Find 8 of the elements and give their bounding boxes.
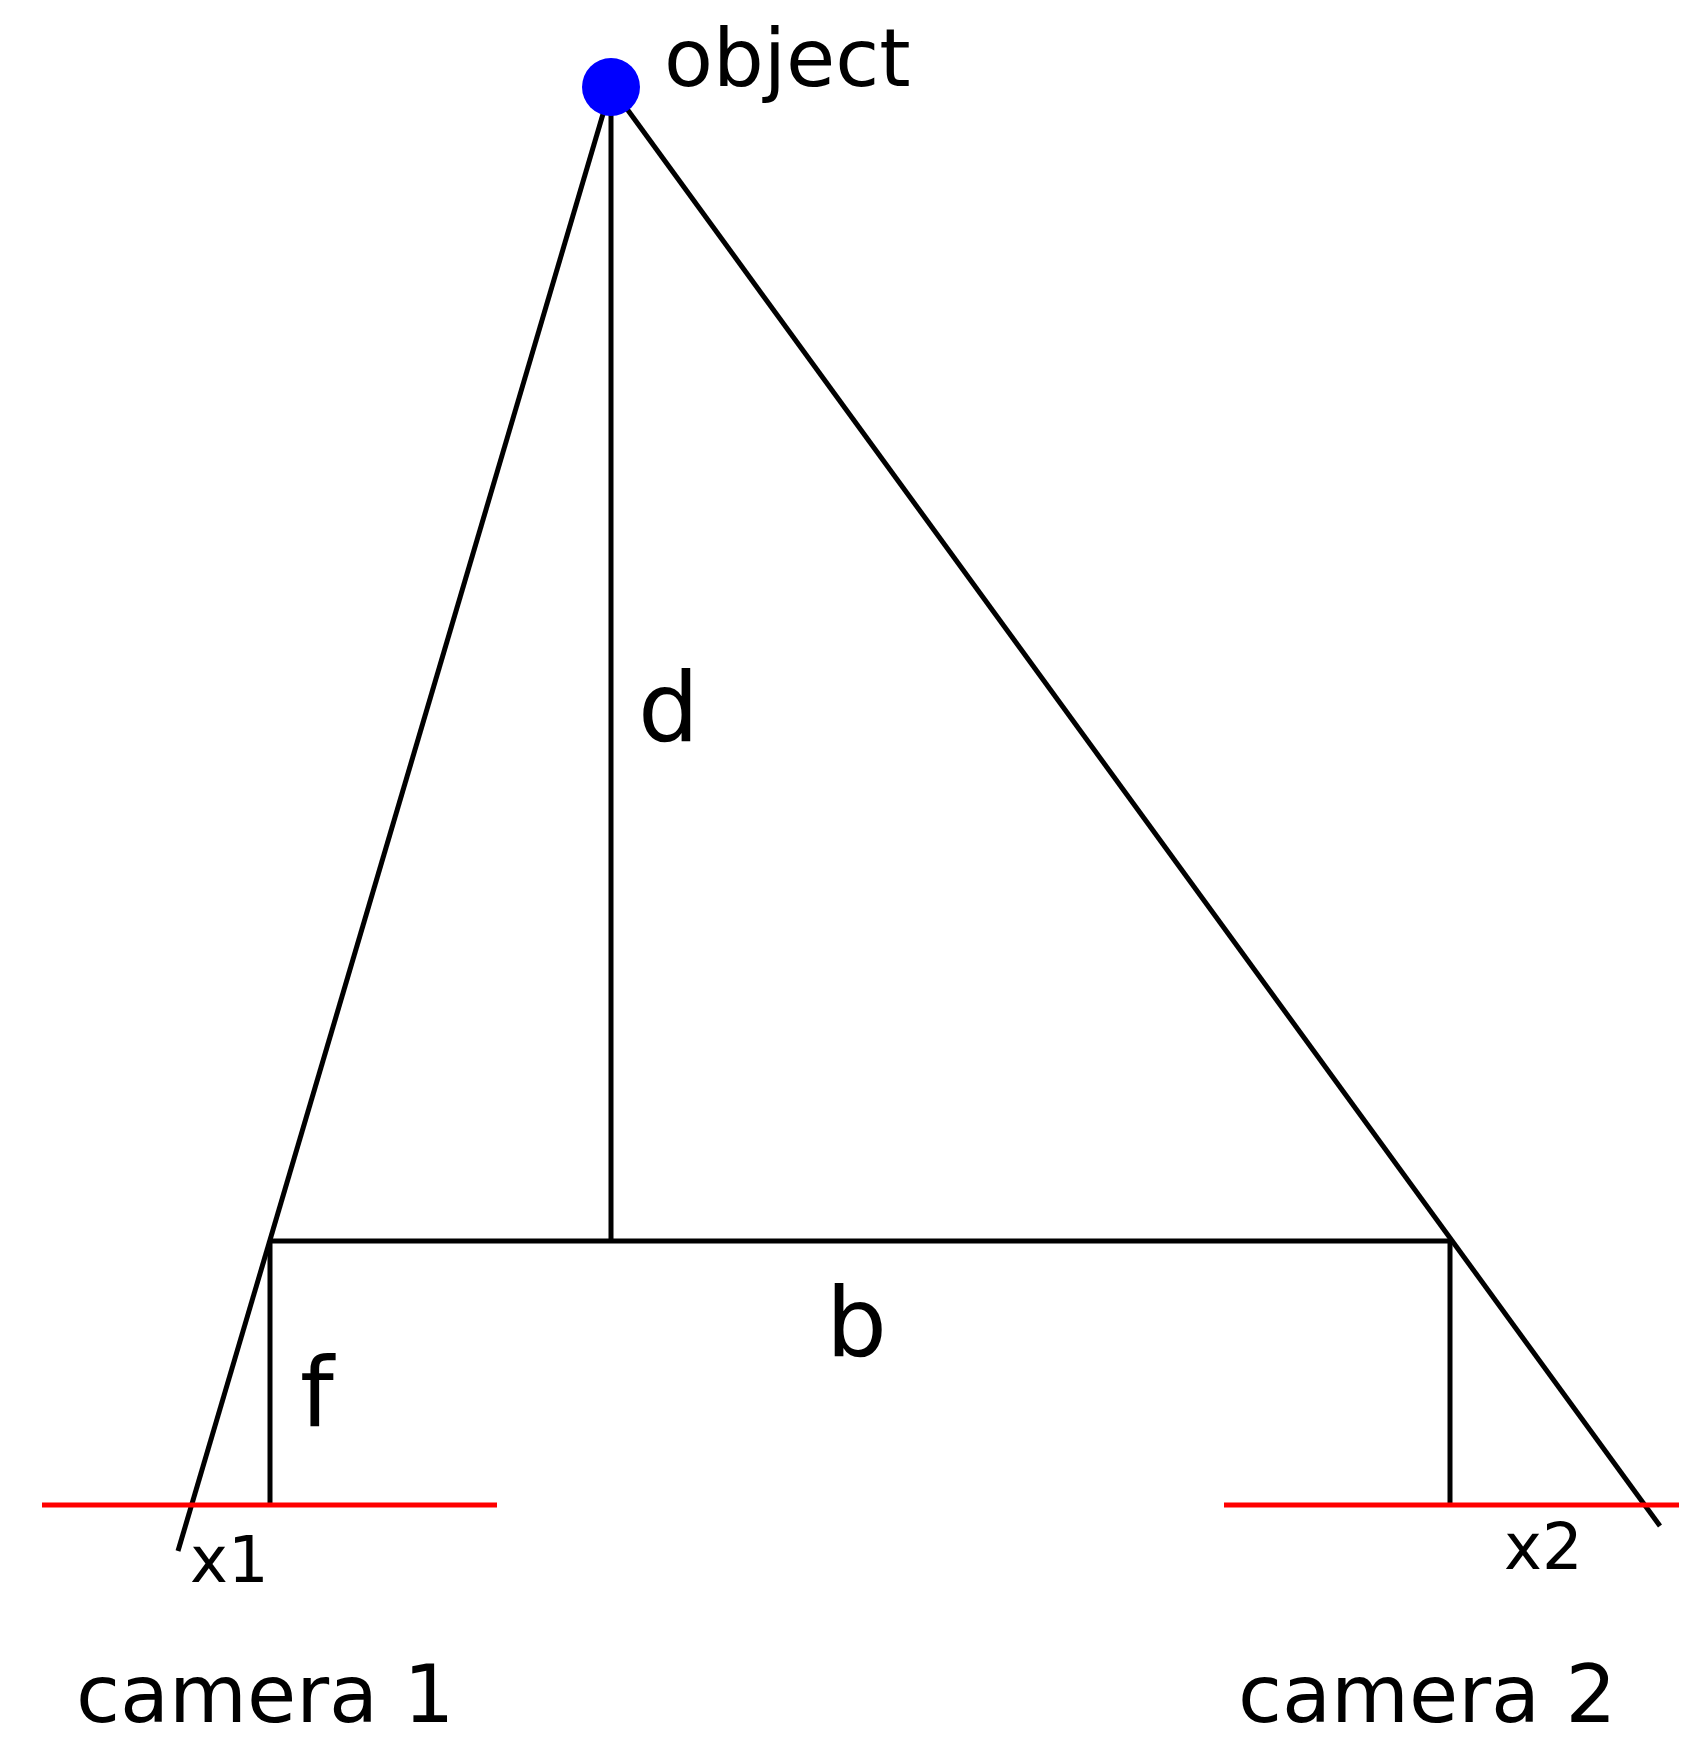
- distance-label: d: [638, 660, 699, 756]
- baseline-label: b: [826, 1275, 887, 1371]
- camera-label: camera 2: [1238, 1655, 1617, 1735]
- image-position-label: x1: [190, 1528, 269, 1592]
- image-position-label: x2: [1504, 1515, 1583, 1579]
- focal-length-label: f: [300, 1345, 334, 1441]
- object-point: [582, 58, 640, 116]
- camera-label: camera 1: [76, 1655, 455, 1735]
